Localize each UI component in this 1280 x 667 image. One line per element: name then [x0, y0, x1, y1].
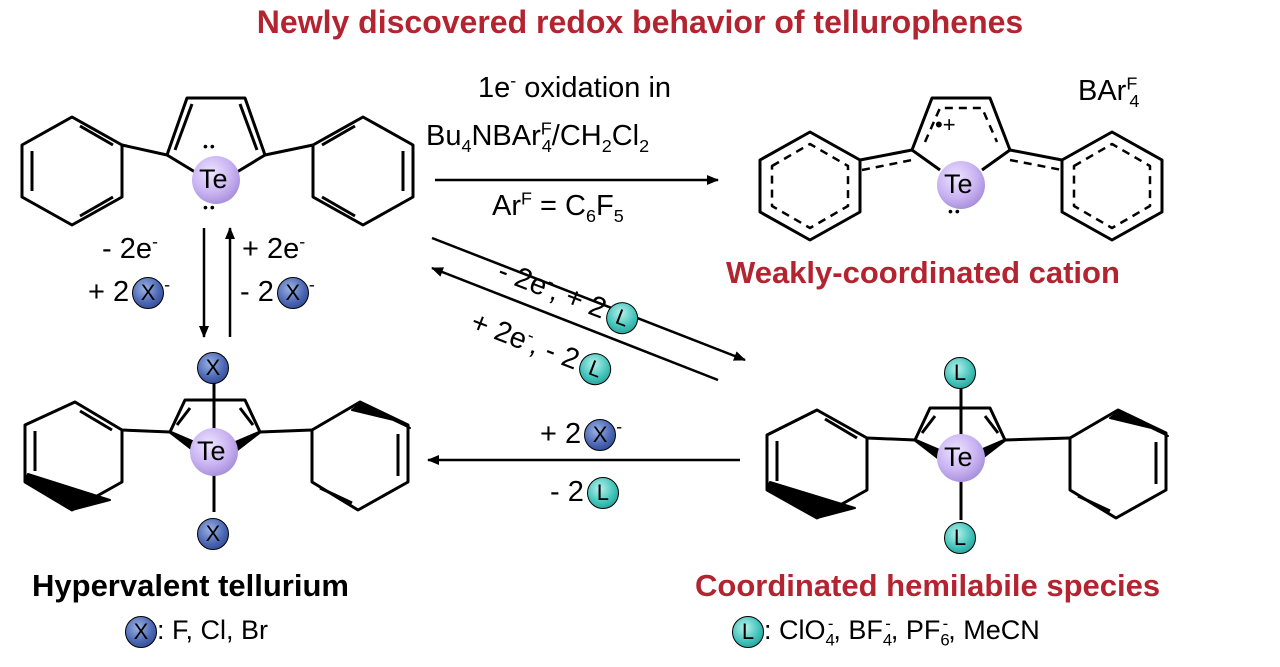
- hyper-label: Hypervalent tellurium: [32, 568, 349, 603]
- te-atom-hemi: [937, 434, 985, 482]
- x-ligand-top: X: [197, 352, 229, 384]
- counterion: BArF4: [1078, 73, 1140, 111]
- te-atom-hyper: [190, 428, 238, 476]
- radical-cation-molecule: [758, 96, 1164, 242]
- hypervalent-molecule: [23, 380, 411, 512]
- l-ligand-top: L: [944, 357, 976, 389]
- diag-lower-arrow: [431, 266, 719, 382]
- te-label-cation: Te: [944, 169, 973, 199]
- l-ligand-bottom: L: [944, 522, 976, 554]
- hemi-label: Coordinated hemilabile species: [695, 568, 1161, 603]
- tellurophene-molecule: [20, 96, 415, 227]
- lone-pair-top: ••: [203, 138, 217, 154]
- hemilabile-molecule: [765, 385, 1169, 520]
- left-down-label-1: - 2e-: [102, 231, 158, 265]
- te-label-1: Te: [199, 164, 228, 194]
- hemi-legend: L: ClO4-, BF4-, PF6-, MeCN: [732, 615, 1040, 648]
- lone-pair-cation: ••: [948, 203, 962, 219]
- left-up-label-1: + 2e-: [242, 231, 306, 265]
- te-atom: [192, 156, 240, 204]
- page-title: Newly discovered redox behavior of tellu…: [256, 4, 1024, 40]
- diag-upper-arrow: [431, 236, 746, 362]
- te-label-hyper: Te: [197, 436, 226, 466]
- te-atom-cation: [937, 161, 985, 209]
- lone-pair-bottom: ••: [203, 199, 217, 215]
- radical-charge: •+: [935, 112, 956, 137]
- x-ligand-bottom: X: [197, 518, 229, 550]
- condition-line2: Bu4NBArF4/CH2Cl2: [426, 118, 650, 156]
- condition-line1: 1e- oxidation in: [478, 70, 672, 104]
- condition-line3: ArF = C6F5: [492, 188, 624, 226]
- cation-label: Weakly-coordinated cation: [726, 255, 1120, 290]
- te-label-hemi: Te: [944, 442, 973, 472]
- hyper-legend: X: F, Cl, Br: [125, 615, 268, 648]
